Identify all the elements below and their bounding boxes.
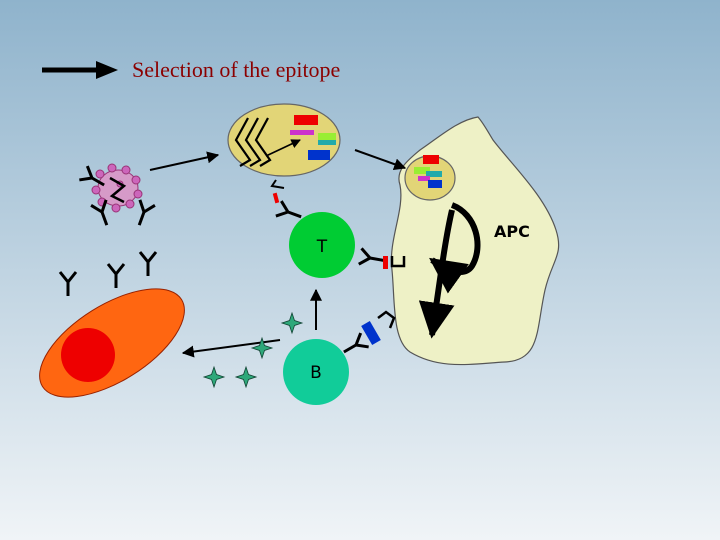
diagram-title: Selection of the epitope xyxy=(132,57,340,82)
plasma-cell-nucleus xyxy=(61,328,115,382)
apc-label: APC xyxy=(494,222,530,241)
t-cell-label: T xyxy=(316,237,328,257)
b-cell-label: B xyxy=(310,363,322,383)
